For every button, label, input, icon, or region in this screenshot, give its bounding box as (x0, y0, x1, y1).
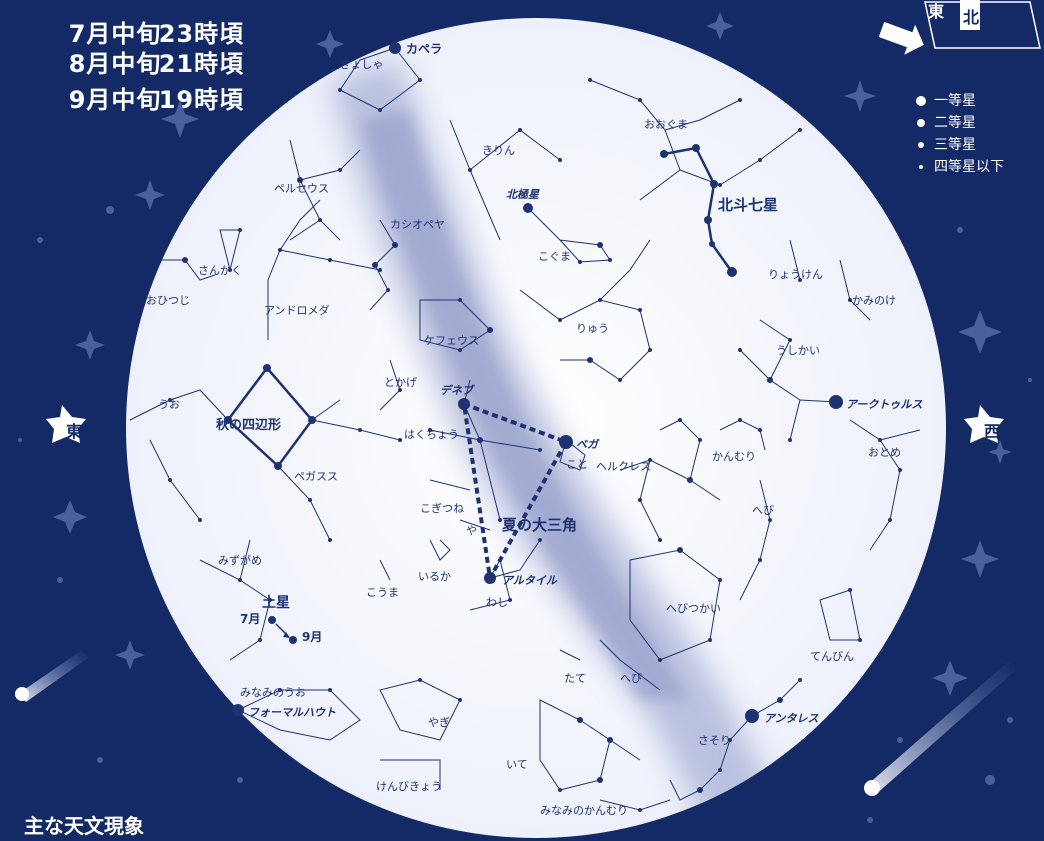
viewing-time-row-3: 9月中旬19時頃 (50, 52, 244, 115)
label-hercules: ヘルクレス (596, 460, 651, 473)
legend-label: 四等星以下 (934, 159, 1004, 175)
label-draco: りゅう (576, 322, 609, 335)
label-pisces: うお (158, 398, 180, 411)
star-capella (389, 42, 401, 54)
legend-item: 三等星 (914, 134, 1004, 156)
label-libra: てんびん (810, 650, 854, 663)
label-microscopium: けんびきょう (376, 780, 442, 793)
label-cygnus: はくちょう (404, 428, 459, 441)
label-triangulum: さんかく (198, 264, 242, 277)
bright-stars (224, 42, 843, 723)
saturn-path (268, 616, 297, 644)
label-aquarius: みずがめ (218, 554, 262, 567)
label-summer-triangle: 夏の大三角 (502, 516, 578, 534)
footer-title: 主な天文現象 (24, 814, 144, 838)
label-sagitta: や (466, 524, 477, 537)
label-corona-borealis: かんむり (712, 450, 756, 463)
label-piscis-austrinus: みなみのうお (240, 686, 306, 699)
label-ophiuchus: へびつかい (666, 602, 721, 615)
label-corona-australis: みなみのかんむり (540, 804, 628, 817)
legend-label: 三等星 (934, 137, 976, 153)
label-delphinus: いるか (418, 570, 451, 583)
east-label: 東 (66, 422, 83, 441)
label-perseus: ペルセウス (274, 182, 329, 195)
label-cepheus: ケフェウス (424, 334, 479, 347)
label-virgo: おとめ (868, 446, 901, 459)
north-top-label: 北 (963, 8, 980, 27)
label-pegasus: ペガスス (294, 470, 338, 483)
star-polaris (523, 203, 533, 213)
label-sagittarius: いて (506, 758, 528, 771)
viewing-time-row-1: 7月中旬23時頃 (50, 0, 244, 49)
viewing-period: 8月中旬 (68, 50, 162, 78)
summer-triangle (461, 400, 569, 585)
legend-label: 二等星 (934, 115, 976, 131)
magnitude-legend: 一等星 二等星 三等星 四等星以下 (914, 90, 1004, 178)
label-big-dipper: 北斗七星 (718, 196, 779, 214)
label-auriga: ぎょしゃ (340, 58, 384, 71)
label-camelopardalis: きりん (482, 144, 515, 157)
label-vulpecula: こぎつね (420, 502, 464, 515)
star-antares (745, 709, 759, 723)
label-antares: アンタレス (764, 712, 819, 725)
viewing-time: 21時頃 (158, 50, 245, 78)
label-serpens-south: へび (620, 672, 642, 685)
legend-item: 四等星以下 (914, 156, 1004, 178)
label-vega: ベガ (576, 438, 598, 451)
label-capricornus: やぎ (428, 716, 450, 729)
label-andromeda: アンドロメダ (264, 304, 330, 317)
star-fomalhaut (232, 704, 244, 716)
star-vega (559, 435, 573, 449)
comet-left (15, 650, 88, 702)
label-saturn: 土星 (262, 595, 290, 611)
label-great-square: 秋の四辺形 (216, 418, 282, 433)
west-label: 西 (984, 422, 1001, 441)
label-aries: おひつじ (146, 294, 190, 307)
viewing-time: 19時頃 (158, 86, 245, 114)
label-serpens-north: へび (752, 504, 774, 517)
star-altair (484, 572, 496, 584)
legend-item: 一等星 (914, 90, 1004, 112)
background-stars (18, 12, 1032, 823)
label-ursa-minor: こぐま (538, 250, 571, 263)
west-direction-badge (964, 405, 1004, 443)
label-saturn-jul: 7月 (240, 612, 261, 626)
legend-item: 二等星 (914, 112, 1004, 134)
viewing-time: 23時頃 (158, 20, 245, 48)
label-lyra: こと (566, 458, 588, 471)
label-scutum: たて (564, 672, 586, 685)
faint-stars (168, 78, 902, 812)
viewing-period: 9月中旬 (68, 86, 162, 114)
milky-way (330, 60, 800, 838)
label-ursa-major: おおぐま (644, 118, 688, 131)
label-equuleus: こうま (366, 586, 399, 599)
comet-right (864, 660, 1016, 796)
legend-label: 一等星 (934, 93, 976, 109)
label-lacerta: とかげ (384, 376, 417, 389)
label-saturn-sep: 9月 (302, 630, 323, 644)
label-fomalhaut: フォーマルハウト (248, 706, 336, 719)
label-arcturus: アークトゥルス (846, 398, 923, 411)
label-deneb: デネブ (440, 384, 473, 397)
label-cassiopeia: カシオペヤ (390, 218, 445, 231)
label-scorpius: さそり (698, 734, 731, 747)
east-top-label: 東 (928, 2, 945, 21)
viewing-period: 7月中旬 (68, 20, 162, 48)
east-direction-badge (46, 405, 86, 443)
label-polaris: 北極星 (506, 188, 539, 201)
star-arcturus (829, 395, 843, 409)
horizon-diagram (878, 0, 1041, 55)
label-bootes: うしかい (776, 344, 820, 357)
label-canes-venatici: りょうけん (768, 268, 823, 281)
label-altair: アルタイル (502, 574, 557, 587)
label-coma: かみのけ (852, 294, 896, 307)
viewing-time-row-2: 8月中旬21時頃 (50, 16, 244, 79)
label-aquila: わし (486, 596, 508, 609)
star-deneb (458, 398, 470, 410)
label-capella: カペラ (406, 42, 443, 56)
